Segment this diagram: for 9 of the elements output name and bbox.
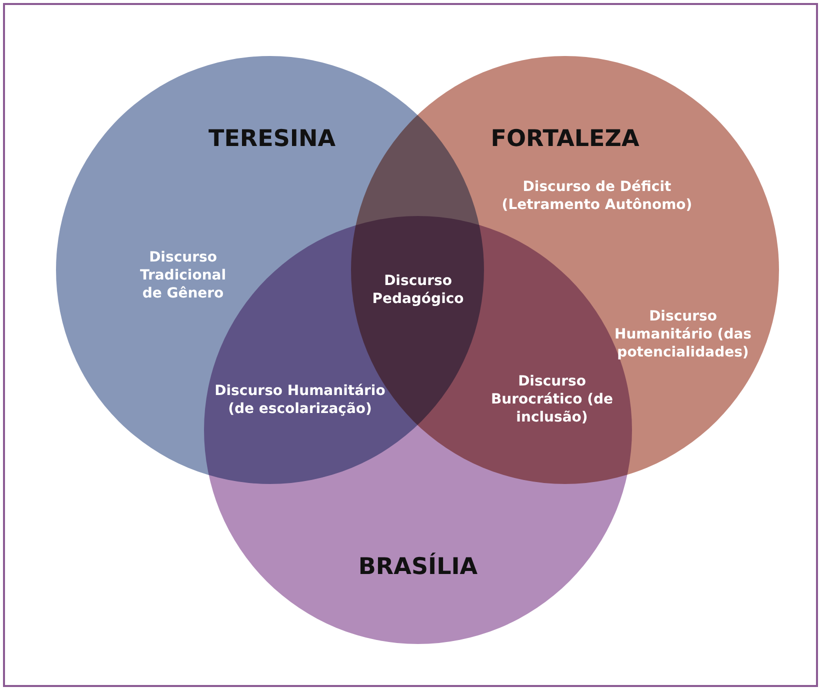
city-name: FORTALEZA [490, 125, 640, 154]
discourse-label: Discurso Burocrático (de inclusão) [490, 372, 614, 428]
city-name: TERESINA [208, 125, 336, 154]
discourse-label: Discurso Pedagógico [371, 272, 465, 308]
discourse-label: Discurso de Déficit (Letramento Autônomo) [500, 178, 694, 214]
discourse-label: Discurso Humanitário (das potencialidades) [613, 308, 753, 362]
city-name: BRASÍLIA [358, 553, 478, 582]
discourse-label: Discurso Humanitário (de escolarização) [214, 382, 386, 418]
discourse-label: Discurso Tradicional de Gênero [138, 248, 228, 304]
